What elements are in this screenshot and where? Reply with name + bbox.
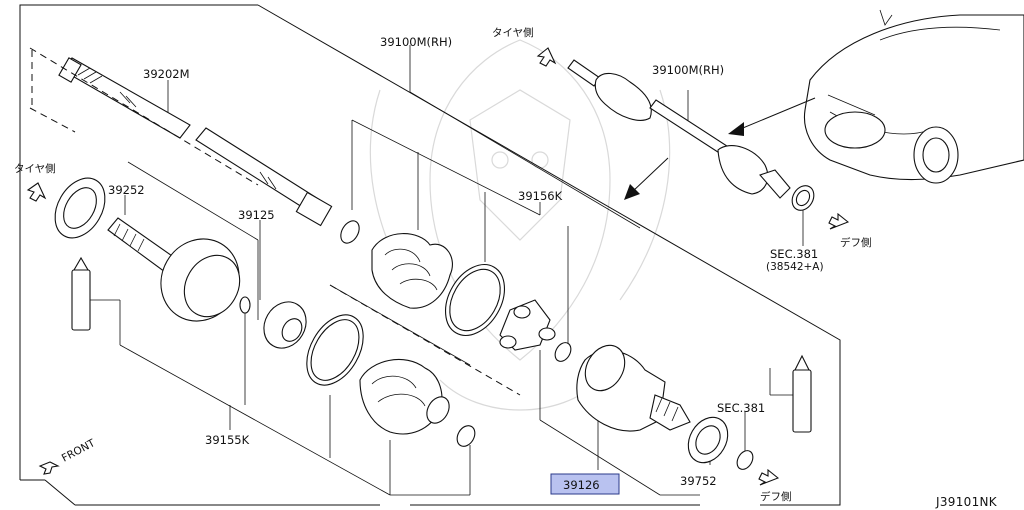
label-sec-381-b: SEC.381	[717, 401, 765, 415]
outline-frame	[19, 4, 841, 506]
grease-tube-right	[792, 354, 812, 433]
highlight-39126[interactable]	[550, 473, 620, 495]
label-39156k: 39156K	[518, 189, 563, 203]
leader-lines	[90, 45, 804, 496]
outer-joint-39125	[107, 217, 307, 349]
boot-upper	[340, 220, 506, 336]
car-outline	[803, 9, 1024, 184]
diagram-code: J39101NK	[935, 495, 998, 509]
shaft-rh-assembly	[567, 59, 815, 211]
label-39125: 39125	[238, 208, 275, 222]
shaft-39202m	[29, 47, 333, 227]
label-tire-side-left: タイヤ側	[14, 162, 56, 175]
label-39202m: 39202M	[143, 67, 190, 81]
label-sec-381-a-sub: (38542+A)	[766, 261, 824, 273]
label-39100m-rh-top: 39100M(RH)	[380, 35, 452, 49]
direction-arrows	[26, 47, 850, 486]
boot-lower	[306, 284, 521, 447]
pointer-arrows	[624, 97, 816, 200]
label-diff-side-bottom: デフ側	[760, 490, 792, 503]
label-39126: 39126	[563, 478, 600, 492]
label-front: FRONT	[60, 437, 98, 465]
seal-39252	[54, 177, 106, 239]
label-diff-side-mid: デフ側	[840, 236, 872, 249]
label-39252: 39252	[108, 183, 145, 197]
inner-joint-39126	[499, 299, 754, 470]
label-39155k: 39155K	[205, 433, 250, 447]
label-39752: 39752	[680, 474, 717, 488]
label-39100m-rh-car: 39100M(RH)	[652, 63, 724, 77]
label-tire-side-top: タイヤ側	[492, 26, 534, 39]
grease-tube-left	[71, 256, 91, 331]
label-sec-381-a: SEC.381	[770, 247, 818, 261]
